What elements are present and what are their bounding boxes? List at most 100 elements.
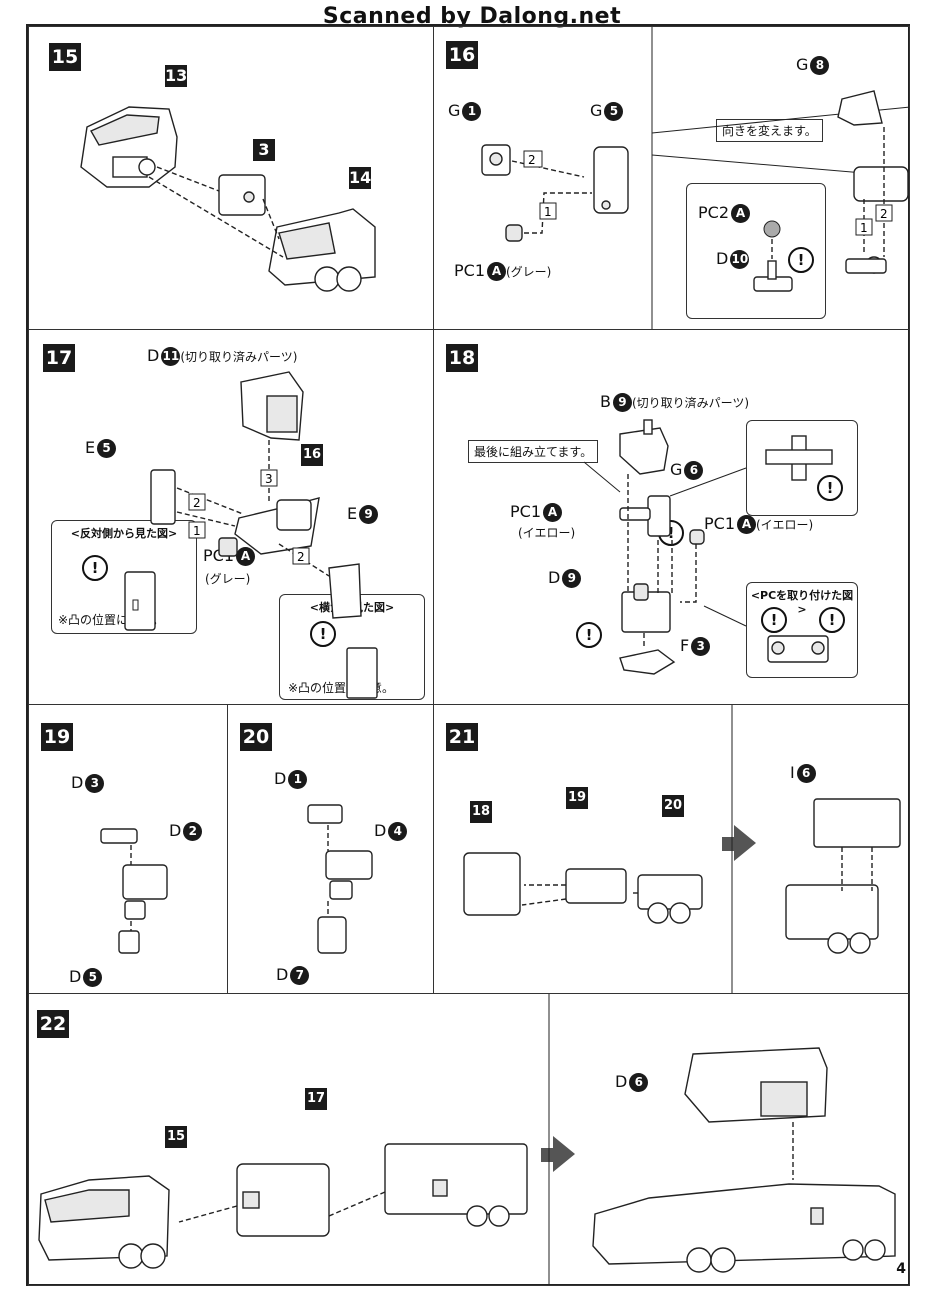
part-letter: G	[590, 101, 603, 120]
part-number: 5	[604, 102, 624, 121]
step-number: 21	[446, 723, 478, 751]
part-number: 1	[288, 770, 308, 789]
pc1-a-color-note: (イエロー)	[518, 526, 576, 540]
part-callout-3: 3	[253, 139, 275, 161]
part-callout-19: 19	[566, 787, 588, 809]
svg-text:1: 1	[860, 221, 868, 235]
part-letter: D	[274, 769, 287, 788]
part-number: 3	[85, 774, 105, 793]
step-22-illustration	[38, 994, 896, 1285]
step-number: 15	[49, 43, 81, 71]
part-number: 9	[359, 505, 379, 524]
warning-icon: !	[576, 622, 602, 648]
part-callout-16: 16	[301, 444, 323, 466]
step-15-panel: 15 13 3 14	[28, 26, 434, 330]
pc1-color-note: (グレー)	[205, 572, 251, 586]
part-note: (グレー)	[506, 265, 552, 279]
part-number: 6	[796, 764, 816, 783]
page-number: 4	[896, 1261, 906, 1277]
part-note: (切り取り済みパーツ)	[180, 350, 298, 364]
part-number: 6	[684, 461, 704, 480]
svg-text:1: 1	[544, 205, 552, 219]
step-21-illustration	[463, 705, 901, 993]
part-note: (切り取り済みパーツ)	[631, 396, 750, 410]
orientation-callout: 向きを変えます。	[716, 119, 823, 142]
part-letter: PC1	[704, 514, 735, 533]
part-callout-18: 18	[470, 801, 492, 823]
svg-text:2: 2	[528, 153, 536, 167]
warning-icon: !	[761, 607, 787, 633]
box-title: <反対側から見た図>	[70, 527, 178, 540]
part-number: 7	[290, 966, 310, 985]
next-stage-arrow	[541, 1148, 553, 1162]
warning-icon: !	[817, 475, 843, 501]
svg-text:1: 1	[193, 524, 201, 538]
part-letter: D	[71, 773, 84, 792]
part-letter: D	[548, 568, 561, 587]
warning-icon: !	[310, 621, 336, 647]
part-note: (イエロー)	[756, 518, 814, 532]
svg-text:2: 2	[880, 207, 888, 221]
step-18-illustration	[583, 419, 833, 675]
next-stage-arrow	[722, 837, 734, 851]
part-circle: A	[543, 503, 562, 522]
step-15-illustration	[80, 106, 376, 292]
part-number: 6	[629, 1073, 649, 1092]
part-letter: PC2	[698, 203, 729, 222]
part-letter: I	[790, 763, 795, 782]
part-number: 2	[183, 822, 203, 841]
part-number: 4	[388, 822, 408, 841]
part-callout-14: 14	[349, 167, 372, 189]
assemble-last-callout: 最後に組み立てます。	[468, 440, 599, 463]
part-number: 3	[691, 637, 711, 656]
part-callout-20: 20	[662, 795, 684, 817]
part-letter: G	[448, 101, 461, 120]
svg-text:2: 2	[193, 496, 201, 510]
part-callout-13: 13	[165, 65, 188, 87]
part-letter: B	[600, 392, 611, 411]
part-callout-17: 17	[305, 1088, 327, 1110]
step-number: 17	[43, 344, 75, 372]
part-circle: A	[737, 515, 756, 534]
step-17-illustration: 2 1 3 2	[124, 371, 378, 699]
part-letter: D	[374, 821, 387, 840]
part-letter: PC1	[454, 261, 485, 280]
svg-text:3: 3	[265, 472, 273, 486]
part-number: 1	[462, 102, 482, 121]
step-number: 20	[240, 723, 272, 751]
step-16-illustration: 2 1 1 2	[481, 27, 909, 329]
part-letter: D	[169, 821, 182, 840]
part-number: 5	[83, 968, 103, 987]
svg-text:2: 2	[297, 550, 305, 564]
part-number: 5	[97, 439, 117, 458]
part-letter: D	[276, 965, 289, 984]
part-letter: D	[615, 1072, 628, 1091]
part-circle: A	[487, 262, 506, 281]
step-number: 16	[446, 41, 478, 69]
part-letter: F	[680, 636, 690, 655]
part-letter: E	[347, 504, 358, 523]
part-letter: G	[670, 460, 683, 479]
